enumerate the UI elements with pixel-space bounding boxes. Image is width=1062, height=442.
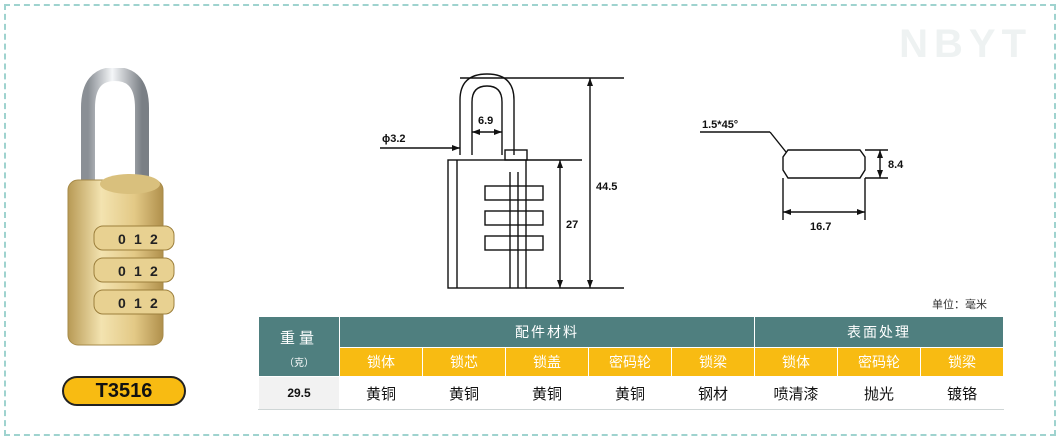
finish-header: 锁梁 (920, 347, 1004, 377)
material-value: 黄铜 (505, 376, 589, 410)
finish-value: 喷清漆 (754, 376, 838, 410)
weight-unit-label: （克） (284, 357, 314, 369)
brand-watermark: NBYT (899, 22, 1032, 66)
section-height-label: 8.4 (888, 159, 904, 171)
material-header: 密码轮 (588, 347, 672, 377)
dial-digit: 1 (134, 295, 142, 311)
shackle-inner-width-label: 6.9 (478, 115, 493, 127)
finish-value: 抛光 (837, 376, 921, 410)
spec-table: 重量 （克） 配件材料 表面处理 锁体 锁芯 锁盖 密码轮 锁梁 锁体 密码轮 … (258, 316, 1004, 410)
dial-digit: 1 (134, 231, 142, 247)
weight-header: 重量 （克） (258, 316, 340, 377)
chamfer-label: 1.5*45° (702, 119, 738, 131)
material-value: 黄铜 (339, 376, 423, 410)
dial-digit: 2 (150, 295, 158, 311)
section-width-label: 16.7 (810, 221, 831, 233)
material-group-header: 配件材料 (339, 316, 755, 348)
finish-group-header: 表面处理 (754, 316, 1004, 348)
dial-digit: 0 (118, 263, 126, 279)
material-value: 黄铜 (588, 376, 672, 410)
body-height-label: 27 (566, 219, 578, 231)
dial-digit: 0 (118, 295, 126, 311)
finish-header: 密码轮 (837, 347, 921, 377)
dial-digit: 2 (150, 263, 158, 279)
unit-label: 单位：毫米 (932, 298, 987, 311)
finish-header: 锁体 (754, 347, 838, 377)
material-value: 黄铜 (422, 376, 506, 410)
technical-drawing: ϕ3.2 6.9 44.5 27 1.5*45° 8.4 16.7 (380, 73, 904, 289)
weight-value: 29.5 (258, 376, 340, 410)
material-header: 锁体 (339, 347, 423, 377)
dial-digit: 2 (150, 231, 158, 247)
dial-digit: 0 (118, 231, 126, 247)
page-frame (4, 4, 1056, 436)
weight-label: 重量 (279, 328, 318, 347)
finish-value: 镀铬 (920, 376, 1004, 410)
dial-digit: 1 (134, 263, 142, 279)
material-header: 锁梁 (671, 347, 755, 377)
model-number-badge: T3516 (62, 376, 186, 406)
material-header: 锁盖 (505, 347, 589, 377)
total-height-label: 44.5 (596, 181, 617, 193)
material-header: 锁芯 (422, 347, 506, 377)
shackle-diameter-label: ϕ3.2 (382, 133, 406, 145)
material-value: 钢材 (671, 376, 755, 410)
